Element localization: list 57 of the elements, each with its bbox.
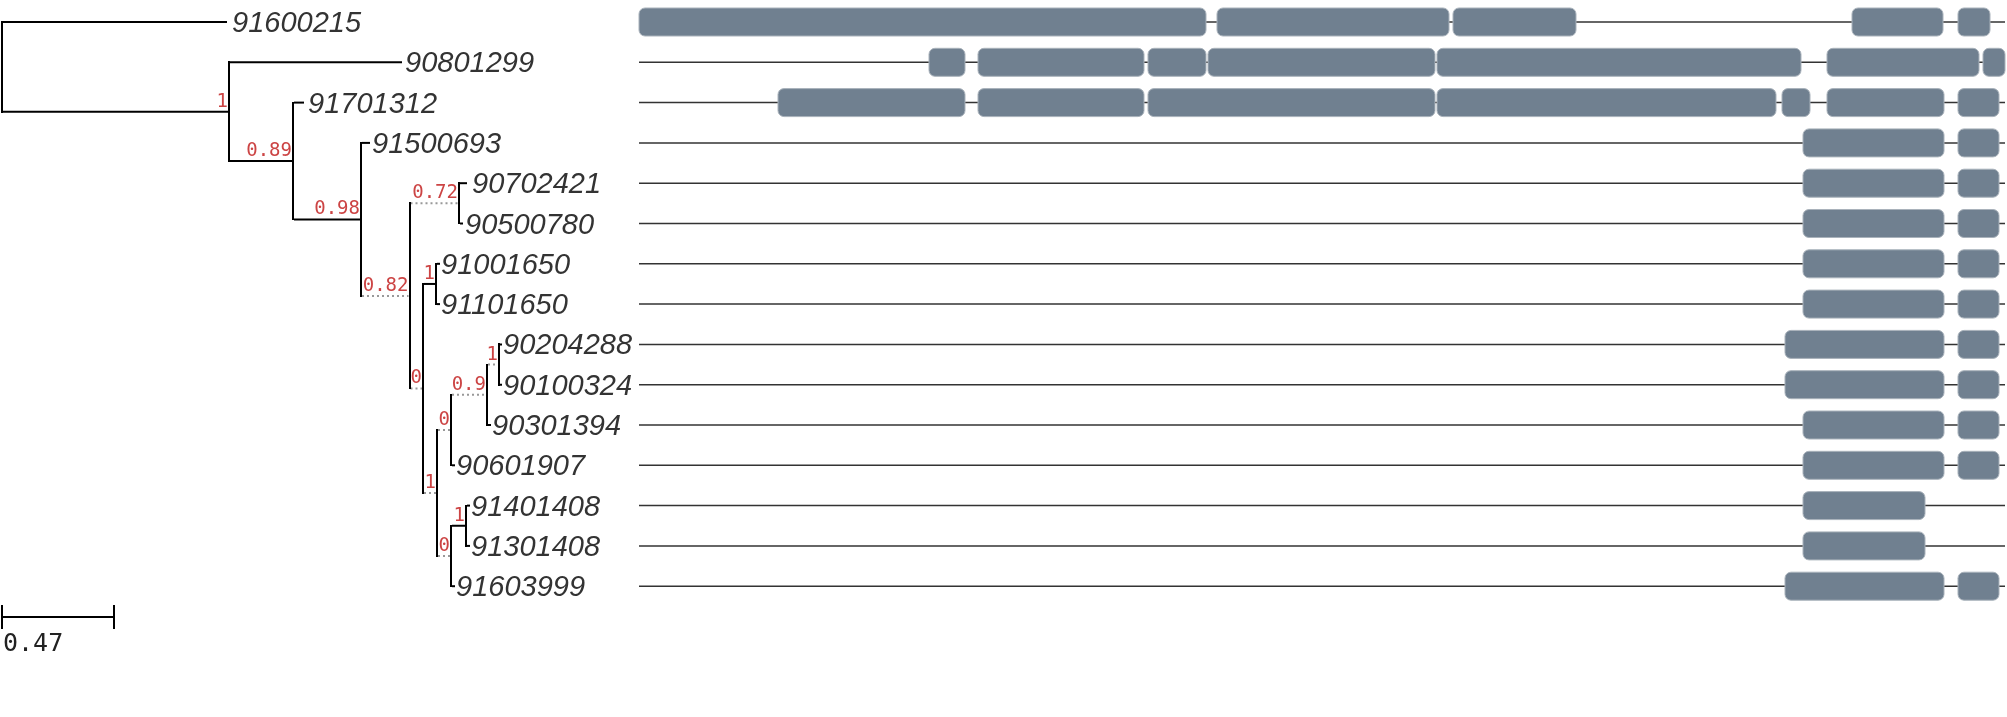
tree-branch xyxy=(459,222,464,225)
tree-branch xyxy=(293,101,305,104)
tree-branch xyxy=(2,21,228,23)
tree-branch xyxy=(437,429,451,432)
taxon-label: 91101650 xyxy=(440,287,568,322)
tree-branch xyxy=(436,262,441,265)
taxon-label: 91401408 xyxy=(470,488,601,523)
taxon-label: 91001650 xyxy=(440,246,571,281)
tree-branch xyxy=(487,424,492,426)
tree-branch xyxy=(499,383,503,386)
taxon-label: 90500780 xyxy=(463,206,595,241)
tree-branch xyxy=(423,492,437,494)
taxon-label: 91301408 xyxy=(470,528,601,563)
tree-branch xyxy=(451,393,487,396)
taxon-label: 90702421 xyxy=(467,166,602,201)
support-value: 0.72 xyxy=(412,182,458,202)
support-value: 1 xyxy=(453,504,465,524)
support-value: 0 xyxy=(438,534,450,554)
support-value: 0.98 xyxy=(314,198,360,218)
tree-branch xyxy=(437,554,451,557)
tree-branch xyxy=(451,464,456,467)
tree-branch xyxy=(361,141,371,144)
support-value: 1 xyxy=(424,472,436,491)
tree-branch xyxy=(451,524,466,527)
tree-branch xyxy=(409,202,459,205)
taxon-label: 91701312 xyxy=(304,85,438,120)
tree-branch xyxy=(451,585,456,588)
taxon-label: 90100324 xyxy=(502,367,633,402)
tree-branch xyxy=(361,294,410,297)
support-value: 1 xyxy=(216,90,228,110)
support-value: 0.82 xyxy=(362,274,409,294)
tree-node-bar xyxy=(408,202,411,390)
tree-branch xyxy=(229,160,293,162)
taxon-label: 91500693 xyxy=(370,125,502,160)
scale-value: 0.47 xyxy=(3,630,64,655)
taxon-label: 90204288 xyxy=(502,327,633,362)
tree-branch xyxy=(459,182,468,185)
tree-branch xyxy=(423,282,436,285)
tree-branch xyxy=(436,303,441,306)
taxon-label: 91603999 xyxy=(455,569,586,604)
tree-branch xyxy=(229,61,403,64)
tree-branch xyxy=(409,387,423,390)
support-value: 0.9 xyxy=(451,373,486,393)
taxon-label: 90801299 xyxy=(402,45,535,80)
tree-branch xyxy=(466,504,471,507)
support-value: 0 xyxy=(410,367,422,387)
support-value: 0 xyxy=(438,409,450,429)
tree-branch xyxy=(293,218,361,221)
support-value: 1 xyxy=(486,343,498,363)
tree-branch xyxy=(499,343,503,346)
taxon-label: 91600215 xyxy=(227,5,362,39)
taxon-label: 90301394 xyxy=(491,408,622,442)
taxon-label: 90601907 xyxy=(455,448,586,483)
tree-branch xyxy=(466,544,471,547)
support-value: 0.89 xyxy=(246,140,292,159)
support-value: 1 xyxy=(423,262,435,282)
tree-branch xyxy=(2,110,229,113)
